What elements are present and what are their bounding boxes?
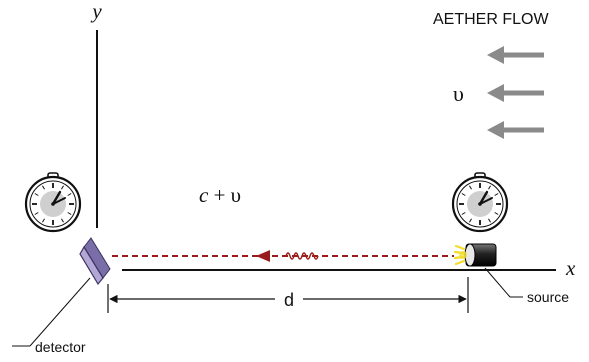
light-speed-operator: + υ — [208, 183, 241, 207]
light-wave-packet — [285, 252, 319, 260]
stopwatch-right — [451, 172, 509, 233]
velocity-label: υ — [453, 81, 464, 106]
arrow-left-icon — [487, 121, 544, 139]
light-source — [453, 243, 497, 267]
y-axis-label: y — [90, 0, 102, 23]
arrow-left-icon — [487, 84, 544, 102]
source-leader-line — [484, 267, 511, 298]
x-axis-label: x — [565, 256, 576, 280]
flashlight-icon — [453, 243, 497, 267]
stopwatch-icon — [451, 172, 509, 233]
detector-leader-line — [29, 277, 91, 347]
stopwatch-icon — [24, 172, 82, 233]
stopwatch-left — [24, 172, 82, 233]
light-speed-label: c + υ — [199, 183, 241, 207]
aether-flow-title: AETHER FLOW — [433, 11, 549, 28]
detector-plate — [79, 237, 111, 286]
source-label: source — [527, 289, 569, 305]
aether-flow-arrows — [487, 46, 544, 139]
detector-plate-icon — [79, 237, 111, 286]
light-speed-c: c — [199, 183, 209, 207]
distance-dimension — [107, 277, 469, 313]
arrow-left-icon — [487, 46, 544, 64]
distance-label: d — [284, 290, 294, 310]
light-beam-arrowhead — [256, 250, 270, 262]
detector-label: detector — [35, 339, 86, 355]
